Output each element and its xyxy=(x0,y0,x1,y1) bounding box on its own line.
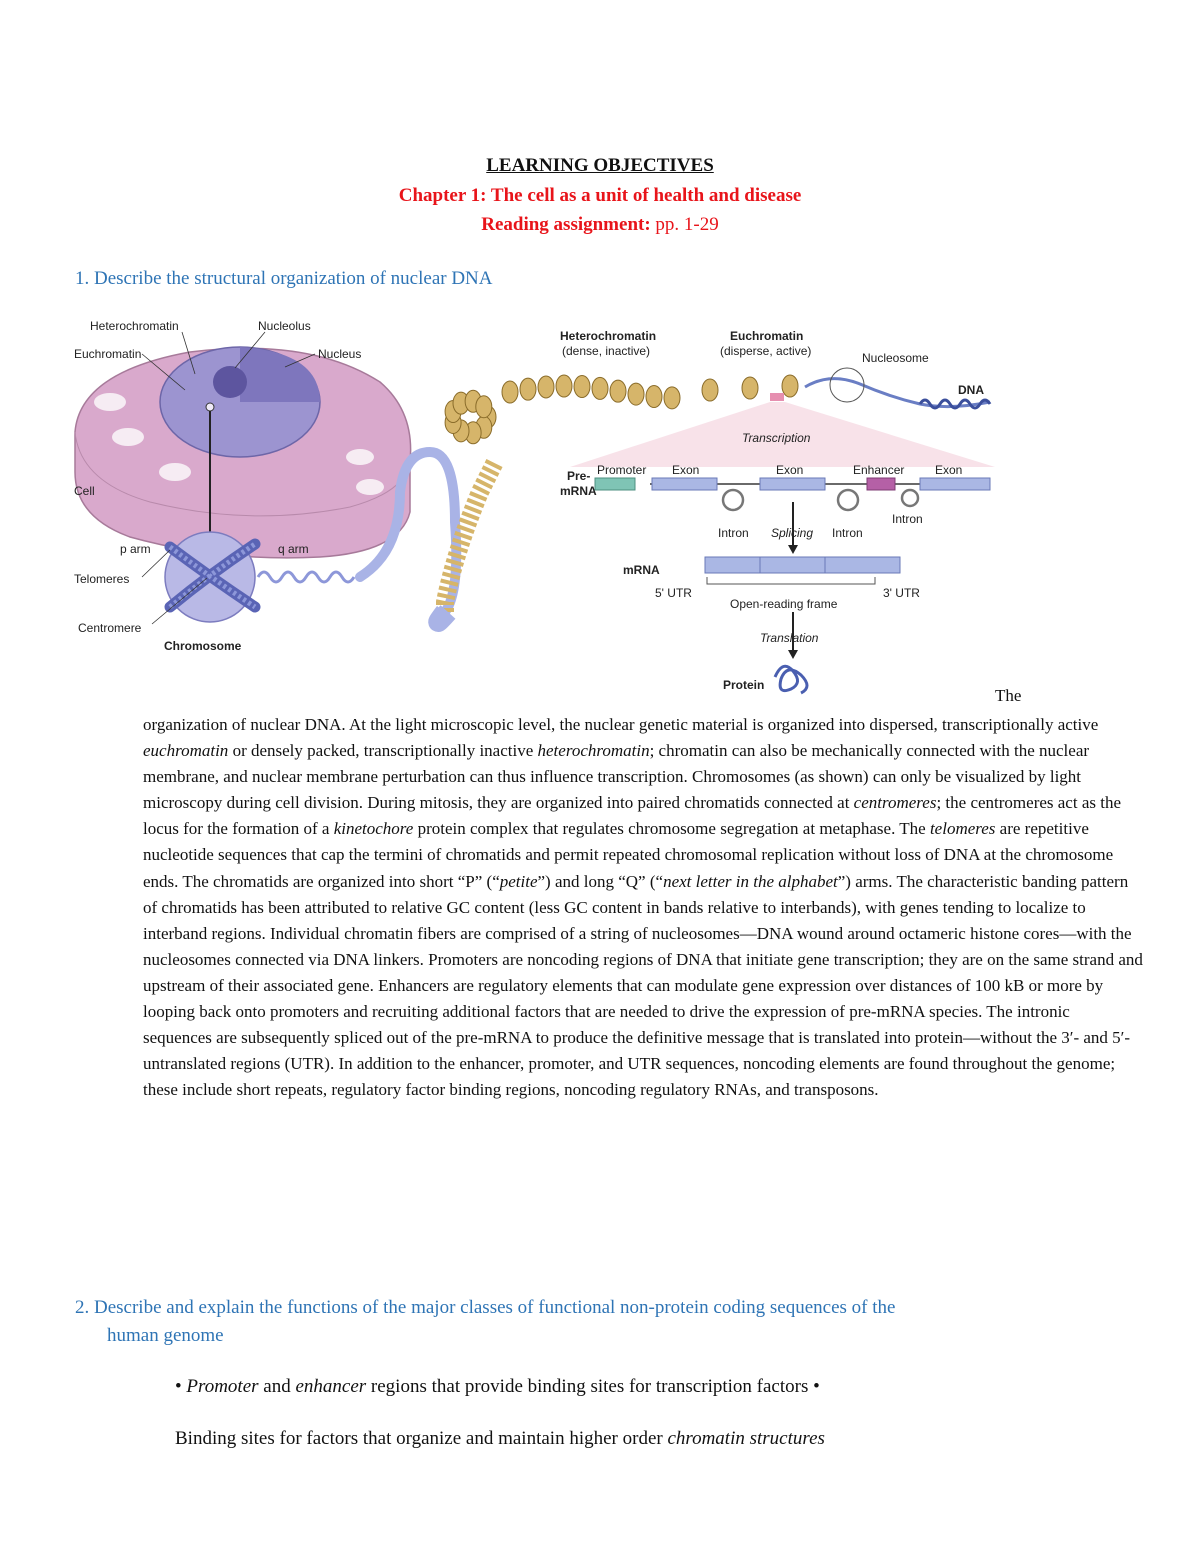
label-enhancer: Enhancer xyxy=(853,463,904,477)
label-disperse-active: (disperse, active) xyxy=(720,344,811,358)
term-petite: petite xyxy=(499,871,538,891)
label-intron-2: Intron xyxy=(832,526,863,540)
label-centromere: Centromere xyxy=(78,621,142,635)
gene-expression-diagram xyxy=(570,402,995,695)
label-chromosome: Chromosome xyxy=(164,639,242,653)
objective-1-heading: 1. Describe the structural organization … xyxy=(75,268,493,289)
label-protein: Protein xyxy=(723,678,764,692)
body-text-3: ; chromatin can also be mechanically con… xyxy=(143,741,1090,813)
label-open-reading-frame: Open-reading frame xyxy=(730,597,838,611)
objective-2-heading-line-2: human genome xyxy=(107,1325,224,1346)
nucleosome-bead xyxy=(609,379,627,403)
nucleosome-bead xyxy=(781,374,799,398)
label-promoter: Promoter xyxy=(597,463,646,477)
nucleosome-bead xyxy=(555,374,573,398)
nucleosome-bead xyxy=(501,380,519,404)
chapter-title: Chapter 1: The cell as a unit of health … xyxy=(398,185,802,206)
nucleosome-bead xyxy=(701,378,719,402)
nucleosome-bead xyxy=(741,376,759,400)
label-heterochromatin: Heterochromatin xyxy=(90,319,179,333)
nucleosome-bead xyxy=(475,395,493,419)
term-heterochromatin: heterochromatin xyxy=(537,741,650,761)
bullet-chromatin-binding: Binding sites for factors that organize … xyxy=(175,1428,825,1450)
label-telomeres: Telomeres xyxy=(74,572,129,586)
label-intron-3: Intron xyxy=(892,512,923,526)
nucleosome-string xyxy=(444,374,799,445)
label-exon-1: Exon xyxy=(672,463,699,477)
label-exon-2: Exon xyxy=(776,463,803,477)
nucleosome-bead xyxy=(519,377,537,401)
bullet-and: and xyxy=(258,1376,296,1397)
nucleosome-bead xyxy=(645,385,663,409)
term-kinetochore: kinetochore xyxy=(333,819,414,839)
term-next-letter: next letter in the alphabet xyxy=(663,871,838,891)
label-translation: Translation xyxy=(760,631,819,645)
label-heterochromatin-top: Heterochromatin xyxy=(560,329,656,343)
reading-label: Reading assignment: xyxy=(481,214,651,235)
label-transcription: Transcription xyxy=(742,431,811,445)
label-pre: Pre- xyxy=(567,469,590,483)
bullet-promoter-enhancer: • Promoter and enhancer regions that pro… xyxy=(175,1376,820,1398)
label-splicing: Splicing xyxy=(771,526,813,540)
label-5-utr: 5' UTR xyxy=(655,586,692,600)
term-euchromatin: euchromatin xyxy=(143,741,229,761)
label-nucleus: Nucleus xyxy=(318,347,361,361)
term-chromatin-structures: chromatin structures xyxy=(667,1428,825,1449)
body-paragraph: organization of nuclear DNA. At the ligh… xyxy=(143,712,1143,1103)
body-text-1: organization of nuclear DNA. At the ligh… xyxy=(143,715,1099,734)
label-pre-mrna: mRNA xyxy=(560,484,597,498)
body-text-2: or densely packed, transcriptionally ina… xyxy=(228,741,538,761)
bullet-2-text: Binding sites for factors that organize … xyxy=(175,1428,668,1449)
label-euchromatin: Euchromatin xyxy=(74,347,141,361)
page-title: LEARNING OBJECTIVES xyxy=(486,155,714,176)
bullet-1-rest: regions that provide binding sites for t… xyxy=(366,1376,820,1397)
nucleosome-bead xyxy=(591,376,609,400)
reading-assignment: Reading assignment: pp. 1-29 xyxy=(0,214,1200,236)
label-p-arm: p arm xyxy=(120,542,151,556)
body-text-8: ”) arms. The characteristic banding patt… xyxy=(143,871,1143,1100)
term-telomeres: telomeres xyxy=(929,819,996,839)
label-q-arm: q arm xyxy=(278,542,309,556)
body-text-4: ; the centromeres act as the locus for t… xyxy=(143,793,1122,839)
term-promoter: Promoter xyxy=(186,1376,259,1397)
label-dense-inactive: (dense, inactive) xyxy=(562,344,650,358)
label-mrna: mRNA xyxy=(623,563,660,577)
label-cell: Cell xyxy=(74,484,95,498)
objective-2-heading-line-1: 2. Describe and explain the functions of… xyxy=(75,1297,896,1318)
body-text-6: are repetitive nucleotide sequences that… xyxy=(143,819,1114,891)
objective-2-heading: 2. Describe and explain the functions of… xyxy=(75,1294,1135,1350)
label-euchromatin-top: Euchromatin xyxy=(730,329,803,343)
label-3-utr: 3' UTR xyxy=(883,586,920,600)
nucleosome-bead xyxy=(627,382,645,406)
nucleosome-bead xyxy=(573,375,591,399)
label-dna: DNA xyxy=(958,383,984,397)
chromatin-fiber xyxy=(355,367,992,632)
label-nucleolus: Nucleolus xyxy=(258,319,311,333)
label-intron-1: Intron xyxy=(718,526,749,540)
term-centromeres: centromeres xyxy=(853,793,937,813)
term-enhancer: enhancer xyxy=(295,1376,367,1397)
nucleosome-bead xyxy=(537,375,555,399)
nucleosome-bead xyxy=(663,386,681,410)
body-lead-word: The xyxy=(995,686,1022,705)
cell-illustration xyxy=(74,331,412,559)
label-exon-3: Exon xyxy=(935,463,962,477)
label-nucleosome: Nucleosome xyxy=(862,351,929,365)
reading-pages: pp. 1-29 xyxy=(650,214,719,235)
chromosome-illustration xyxy=(141,531,356,625)
body-text-5: protein complex that regulates chromosom… xyxy=(413,819,930,839)
bullet-marker: • xyxy=(175,1376,187,1397)
body-text-7: ”) and long “Q” (“ xyxy=(537,871,664,891)
nuclear-dna-figure: Heterochromatin Nucleolus Euchromatin Nu… xyxy=(74,319,995,695)
